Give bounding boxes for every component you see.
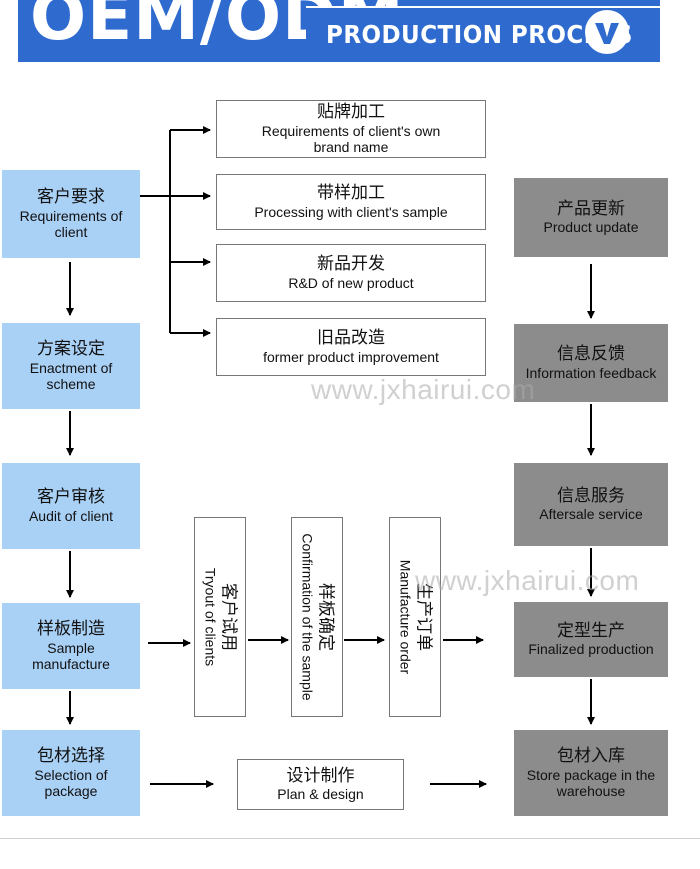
step-title-en: Tryout of clients: [202, 567, 219, 667]
watermark: www.jxhairui.com: [311, 374, 536, 405]
option-improvement: 旧品改造 former product improvement: [216, 318, 486, 376]
step-title-en: Audit of client: [28, 507, 114, 524]
left-step-sample: 样板制造 Sample manufacture: [2, 603, 140, 689]
option-title-zh: 贴牌加工: [317, 102, 385, 123]
header-banner: OEM/ODM PRODUCTION PROCESS: [18, 0, 660, 62]
step-title-zh: 客户要求: [37, 187, 105, 208]
step-title-en: Requirements of client: [19, 207, 123, 240]
step-title-zh: 定型生产: [557, 620, 625, 641]
header-subtitle: PRODUCTION PROCESS: [326, 20, 633, 49]
step-title-zh: 包材入库: [557, 746, 625, 767]
left-step-requirements: 客户要求 Requirements of client: [2, 170, 140, 258]
middle-step-tryout: 客户试用 Tryout of clients: [194, 517, 246, 717]
option-title-zh: 带样加工: [317, 183, 385, 204]
header-divider: [306, 6, 660, 8]
option-title-en: Processing with client's sample: [254, 203, 448, 220]
step-title-en: Information feedback: [525, 364, 657, 381]
left-step-scheme: 方案设定 Enactment of scheme: [2, 323, 140, 409]
step-title-en: Aftersale service: [539, 506, 643, 523]
step-title-en: Finalized production: [528, 641, 654, 658]
design-step: 设计制作 Plan & design: [237, 759, 404, 810]
step-title-zh: 包材选择: [37, 746, 105, 767]
option-title-en: Requirements of client's own brand name: [261, 122, 441, 155]
step-title-en: Selection of package: [34, 766, 108, 799]
step-title-en: Confirmation of the sample: [299, 533, 316, 701]
middle-step-order: 生产订单 Manufacture order: [389, 517, 441, 717]
footer-divider: [0, 838, 700, 839]
option-title-en: R&D of new product: [288, 274, 414, 291]
design-title-zh: 设计制作: [286, 765, 355, 786]
left-step-package: 包材选择 Selection of package: [2, 730, 140, 816]
right-step-finalized: 定型生产 Finalized production: [514, 602, 668, 677]
step-title-zh: 方案设定: [37, 339, 105, 360]
step-title-zh: 信息服务: [557, 485, 625, 506]
left-step-audit: 客户审核 Audit of client: [2, 463, 140, 549]
watermark: www.jxhairui.com: [415, 565, 640, 596]
option-title-zh: 新品开发: [317, 254, 385, 275]
step-title-en: Sample manufacture: [32, 639, 110, 672]
step-title-zh: 客户试用: [218, 582, 239, 651]
step-title-en: Manufacture order: [397, 559, 414, 675]
middle-step-confirmation: 样板确定 Confirmation of the sample: [291, 517, 343, 717]
right-step-feedback: 信息反馈 Information feedback: [514, 324, 668, 402]
v-logo-icon: [585, 10, 629, 54]
option-sample-processing: 带样加工 Processing with client's sample: [216, 174, 486, 230]
step-title-zh: 样板确定: [315, 583, 336, 651]
right-step-store: 包材入库 Store package in the warehouse: [514, 730, 668, 816]
right-step-product-update: 产品更新 Product update: [514, 178, 668, 257]
design-title-en: Plan & design: [277, 786, 364, 803]
step-title-en: Product update: [543, 219, 639, 236]
step-title-zh: 客户审核: [37, 487, 105, 508]
option-rnd: 新品开发 R&D of new product: [216, 244, 486, 302]
step-title-en: Enactment of scheme: [29, 359, 113, 392]
option-title-en: former product improvement: [263, 348, 439, 365]
step-title-zh: 样板制造: [37, 619, 105, 640]
step-title-zh: 产品更新: [557, 198, 625, 219]
right-step-aftersale: 信息服务 Aftersale service: [514, 463, 668, 546]
option-title-zh: 旧品改造: [317, 328, 385, 349]
option-oem: 贴牌加工 Requirements of client's own brand …: [216, 100, 486, 158]
step-title-en: Store package in the warehouse: [526, 766, 656, 799]
step-title-zh: 信息反馈: [557, 344, 625, 365]
